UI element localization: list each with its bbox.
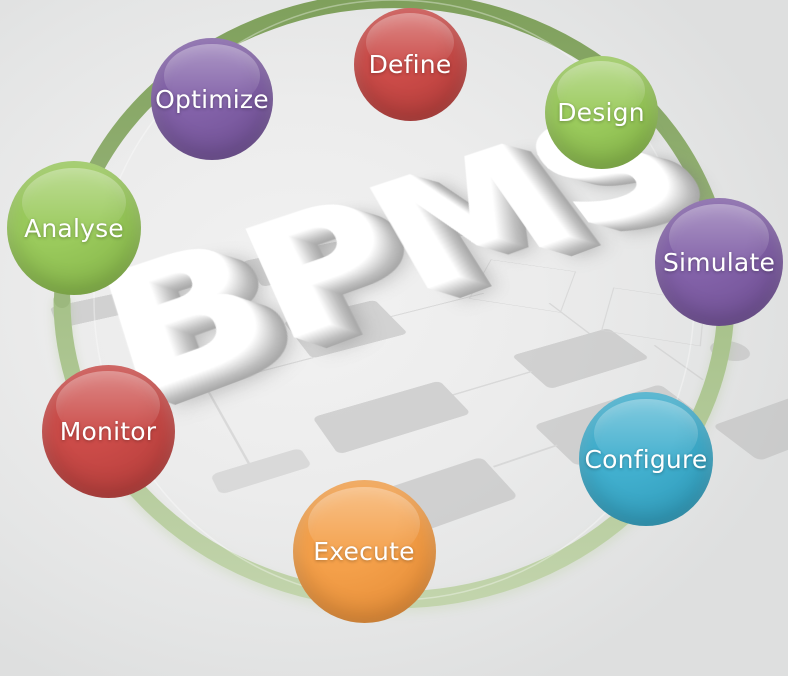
node-label: Configure bbox=[585, 445, 708, 474]
node-label: Optimize bbox=[155, 85, 269, 114]
node-label: Design bbox=[557, 98, 645, 127]
node-label: Monitor bbox=[60, 417, 156, 446]
lifecycle-node-monitor[interactable]: Monitor bbox=[42, 365, 175, 498]
lifecycle-node-design[interactable]: Design bbox=[545, 56, 658, 169]
lifecycle-node-configure[interactable]: Configure bbox=[579, 392, 713, 526]
node-label: Execute bbox=[313, 537, 414, 566]
lifecycle-node-optimize[interactable]: Optimize bbox=[151, 38, 273, 160]
node-label: Analyse bbox=[24, 214, 124, 243]
lifecycle-node-simulate[interactable]: Simulate bbox=[655, 198, 783, 326]
node-label: Define bbox=[369, 50, 452, 79]
lifecycle-node-execute[interactable]: Execute bbox=[293, 480, 436, 623]
lifecycle-node-define[interactable]: Define bbox=[354, 8, 467, 121]
node-label: Simulate bbox=[663, 248, 775, 277]
lifecycle-node-analyse[interactable]: Analyse bbox=[7, 161, 141, 295]
